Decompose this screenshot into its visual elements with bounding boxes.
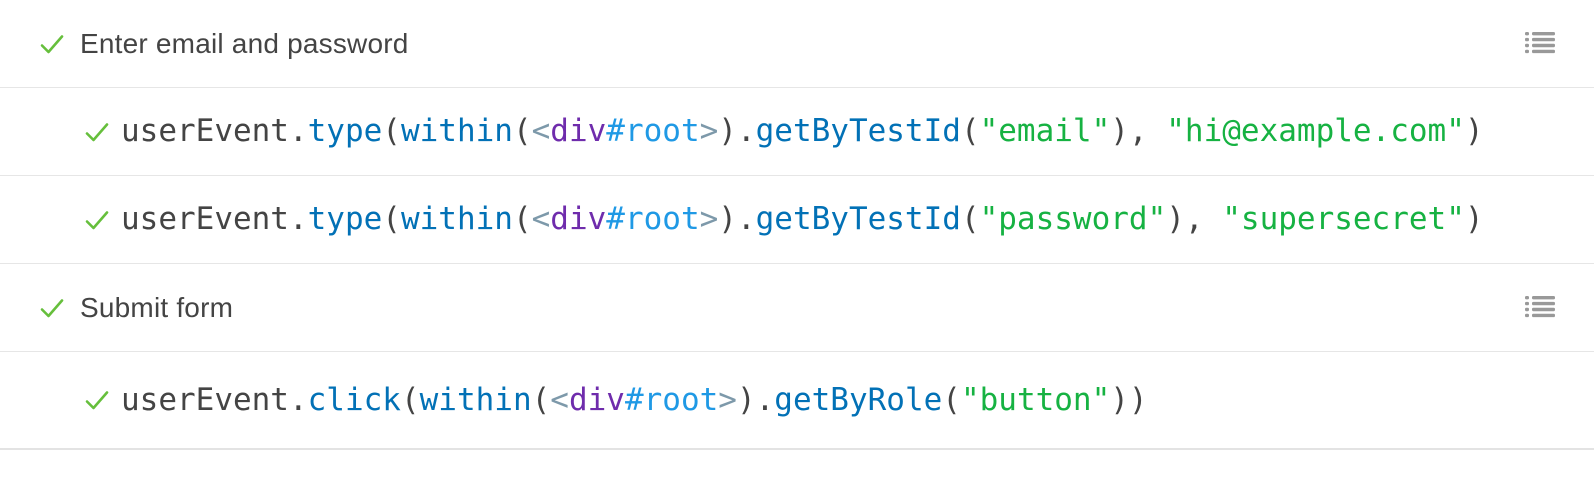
code-token-string: "password" xyxy=(979,201,1167,237)
check-icon xyxy=(83,386,111,414)
code-token-base: ( xyxy=(960,201,980,237)
code-token-base: ) xyxy=(1464,113,1484,149)
check-icon xyxy=(38,30,66,58)
code-token-muted: > xyxy=(699,113,719,149)
code-token-base: ( xyxy=(531,381,551,418)
code-token-base: userEvent. xyxy=(121,381,308,418)
method-call-code: userEvent.type(within(<div#root>).getByT… xyxy=(121,116,1484,147)
code-token-method: type xyxy=(307,201,383,237)
code-token-method: click xyxy=(307,381,401,418)
check-icon xyxy=(83,206,111,234)
check-icon xyxy=(83,118,111,146)
method-call-row[interactable]: userEvent.type(within(<div#root>).getByT… xyxy=(0,88,1594,176)
code-token-string: "email" xyxy=(979,113,1111,149)
method-call-code: userEvent.click(within(<div#root>).getBy… xyxy=(121,381,1148,418)
code-token-base: ( xyxy=(512,201,532,237)
code-token-base: ( xyxy=(960,113,980,149)
code-token-tag_name: div xyxy=(568,381,625,418)
code-token-base: )) xyxy=(1110,381,1148,418)
interaction-row[interactable]: Submit form xyxy=(0,264,1594,352)
code-token-base: ). xyxy=(736,381,775,418)
method-call-row[interactable]: userEvent.click(within(<div#root>).getBy… xyxy=(0,352,1594,450)
code-token-string: "button" xyxy=(960,381,1111,418)
list-unordered-icon[interactable] xyxy=(1524,28,1556,60)
code-token-tag_suffix: #root xyxy=(606,113,700,149)
code-token-base: ( xyxy=(382,201,401,237)
code-token-base: ), xyxy=(1166,201,1223,237)
code-token-base: ( xyxy=(942,381,961,418)
code-token-muted: < xyxy=(531,201,551,237)
code-token-method: within xyxy=(400,113,513,149)
code-token-method: within xyxy=(419,381,532,418)
code-token-base: userEvent. xyxy=(121,201,308,237)
code-token-method: getByTestId xyxy=(755,201,961,237)
code-token-method: within xyxy=(400,201,513,237)
code-token-string: "hi@example.com" xyxy=(1166,113,1465,149)
list-unordered-icon[interactable] xyxy=(1524,292,1556,324)
code-token-base: ( xyxy=(382,113,401,149)
interaction-label: Enter email and password xyxy=(80,27,409,59)
interaction-row[interactable]: Enter email and password xyxy=(0,0,1594,88)
code-token-muted: < xyxy=(550,381,569,418)
code-token-base: ), xyxy=(1110,113,1167,149)
code-token-string: "supersecret" xyxy=(1222,201,1465,237)
code-token-base: ). xyxy=(718,113,756,149)
code-token-muted: > xyxy=(718,381,737,418)
code-token-base: ( xyxy=(400,381,420,418)
check-icon xyxy=(38,294,66,322)
code-token-tag_name: div xyxy=(550,201,607,237)
code-token-method: getByRole xyxy=(774,381,943,418)
code-token-muted: > xyxy=(699,201,719,237)
code-token-method: type xyxy=(307,113,383,149)
interaction-label: Submit form xyxy=(80,291,234,323)
code-token-method: getByTestId xyxy=(755,113,961,149)
code-token-base: ( xyxy=(512,113,532,149)
method-call-row[interactable]: userEvent.type(within(<div#root>).getByT… xyxy=(0,176,1594,264)
code-token-tag_name: div xyxy=(550,113,607,149)
code-token-tag_suffix: #root xyxy=(606,201,700,237)
method-call-code: userEvent.type(within(<div#root>).getByT… xyxy=(121,204,1484,235)
code-token-muted: < xyxy=(531,113,551,149)
code-token-base: userEvent. xyxy=(121,113,308,149)
code-token-base: ) xyxy=(1464,201,1484,237)
code-token-tag_suffix: #root xyxy=(624,381,719,418)
code-token-base: ). xyxy=(718,201,756,237)
